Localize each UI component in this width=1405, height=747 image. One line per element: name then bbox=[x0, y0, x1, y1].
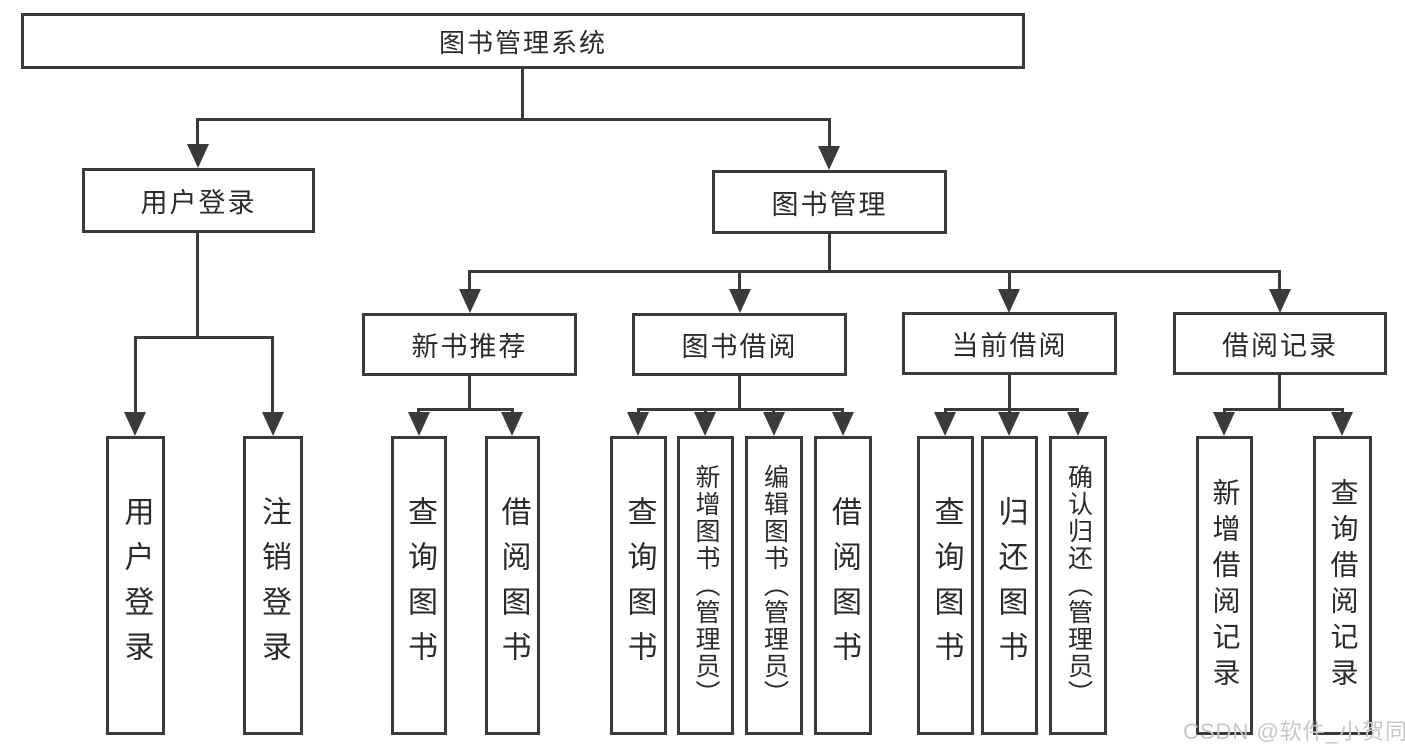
leaf-bb-edit-book-label: 编辑图书（管理员） bbox=[760, 464, 789, 707]
arrowhead-cb-query-icon bbox=[934, 412, 956, 436]
arrowhead-cb-return-icon bbox=[998, 412, 1020, 436]
leaf-nb-query-book-label: 查询图书 bbox=[403, 495, 436, 676]
leaf-bb-borrow-book-label: 借阅图书 bbox=[827, 495, 860, 676]
leaf-br-query-record: 查询借阅记录 bbox=[1313, 436, 1372, 735]
leaf-cb-confirm-return: 确认归还（管理员） bbox=[1049, 436, 1107, 735]
leaf-bb-add-book-label: 新增图书（管理员） bbox=[692, 464, 720, 707]
leaf-br-add-record: 新增借阅记录 bbox=[1196, 436, 1253, 735]
leaf-bb-edit-book: 编辑图书（管理员） bbox=[745, 436, 803, 735]
leaf-cb-query-book-label: 查询图书 bbox=[929, 495, 963, 676]
edge-book-borrow-drop bbox=[738, 270, 741, 292]
node-current-borrow-label: 当前借阅 bbox=[951, 331, 1068, 361]
edge-new-book-stem bbox=[468, 376, 471, 410]
node-book-borrow: 图书借阅 bbox=[632, 313, 847, 376]
edge-book-management-stem bbox=[828, 234, 831, 272]
arrowhead-bb-edit-icon bbox=[763, 412, 785, 436]
arrowhead-nb-query-icon bbox=[408, 412, 430, 436]
edge-level3-bar bbox=[468, 270, 1281, 273]
arrowhead-current-borrow-icon bbox=[998, 289, 1020, 313]
arrowhead-bb-borrow-icon bbox=[832, 412, 854, 436]
arrowhead-ul-user-login-icon bbox=[124, 412, 146, 436]
leaf-nb-borrow-book-label: 借阅图书 bbox=[496, 495, 530, 676]
edge-user-login-drop bbox=[196, 118, 199, 148]
leaf-bb-add-book: 新增图书（管理员） bbox=[677, 436, 734, 735]
edge-ul-child1-drop bbox=[134, 336, 137, 414]
edge-borrow-record-stem bbox=[1278, 375, 1281, 410]
edge-borrow-record-drop bbox=[1278, 270, 1281, 292]
edge-user-login-bar bbox=[134, 336, 274, 339]
node-current-borrow: 当前借阅 bbox=[902, 312, 1117, 375]
leaf-nb-borrow-book: 借阅图书 bbox=[485, 436, 540, 735]
node-root-label: 图书管理系统 bbox=[438, 27, 607, 58]
edge-current-borrow-drop bbox=[1008, 270, 1011, 292]
node-new-book-recommend-label: 新书推荐 bbox=[411, 332, 528, 362]
leaf-br-add-record-label: 新增借阅记录 bbox=[1209, 477, 1241, 694]
node-user-login-label: 用户登录 bbox=[140, 188, 257, 218]
arrowhead-ul-logout-icon bbox=[262, 412, 284, 436]
edge-new-book-drop bbox=[468, 270, 471, 292]
arrowhead-user-login-icon bbox=[187, 144, 209, 168]
node-borrow-record: 借阅记录 bbox=[1173, 312, 1387, 375]
arrowhead-cb-confirm-icon bbox=[1067, 412, 1089, 436]
edge-root-stem bbox=[521, 69, 524, 118]
edge-user-login-stem bbox=[196, 233, 199, 337]
leaf-cb-return-book-label: 归还图书 bbox=[993, 495, 1027, 676]
edge-book-management-drop bbox=[828, 118, 831, 150]
arrowhead-nb-borrow-icon bbox=[501, 412, 523, 436]
leaf-user-login: 用户登录 bbox=[106, 436, 165, 735]
edge-level1-bar bbox=[197, 118, 831, 121]
leaf-bb-borrow-book: 借阅图书 bbox=[814, 436, 872, 735]
edge-ul-child2-drop bbox=[271, 336, 274, 414]
arrowhead-book-management-icon bbox=[818, 146, 840, 170]
leaf-cb-confirm-return-label: 确认归还（管理员） bbox=[1064, 464, 1093, 707]
leaf-bb-query-book-label: 查询图书 bbox=[622, 495, 656, 676]
node-new-book-recommend: 新书推荐 bbox=[362, 313, 577, 376]
node-user-login: 用户登录 bbox=[82, 168, 315, 233]
leaf-bb-query-book: 查询图书 bbox=[610, 436, 667, 735]
arrowhead-br-query-icon bbox=[1331, 412, 1353, 436]
leaf-cb-return-book: 归还图书 bbox=[981, 436, 1038, 735]
leaf-nb-query-book: 查询图书 bbox=[391, 436, 447, 735]
edge-current-borrow-stem bbox=[1008, 375, 1011, 410]
node-book-management-label: 图书管理 bbox=[771, 189, 888, 220]
arrowhead-bb-add-icon bbox=[694, 412, 716, 436]
leaf-user-login-label: 用户登录 bbox=[119, 495, 153, 676]
edge-new-book-bar bbox=[417, 408, 514, 411]
edge-book-borrow-stem bbox=[738, 376, 741, 410]
edge-current-borrow-bar bbox=[944, 408, 1079, 411]
arrowhead-new-book-recommend-icon bbox=[459, 289, 481, 313]
arrowhead-bb-query-icon bbox=[627, 412, 649, 436]
node-borrow-record-label: 借阅记录 bbox=[1222, 331, 1338, 361]
leaf-br-query-record-label: 查询借阅记录 bbox=[1327, 477, 1359, 694]
leaf-cb-query-book: 查询图书 bbox=[917, 436, 974, 735]
csdn-watermark: CSDN @软件_小贺同学 bbox=[1183, 719, 1405, 744]
leaf-logout-login: 注销登录 bbox=[243, 436, 303, 735]
arrowhead-book-borrow-icon bbox=[729, 289, 751, 313]
leaf-logout-login-label: 注销登录 bbox=[257, 495, 290, 676]
node-root: 图书管理系统 bbox=[21, 13, 1025, 69]
node-book-management: 图书管理 bbox=[712, 170, 947, 234]
arrowhead-br-add-icon bbox=[1213, 412, 1235, 436]
arrowhead-borrow-record-icon bbox=[1269, 289, 1291, 313]
node-book-borrow-label: 图书借阅 bbox=[681, 332, 798, 362]
edge-borrow-record-bar bbox=[1223, 408, 1344, 411]
edge-book-borrow-bar bbox=[637, 408, 844, 411]
